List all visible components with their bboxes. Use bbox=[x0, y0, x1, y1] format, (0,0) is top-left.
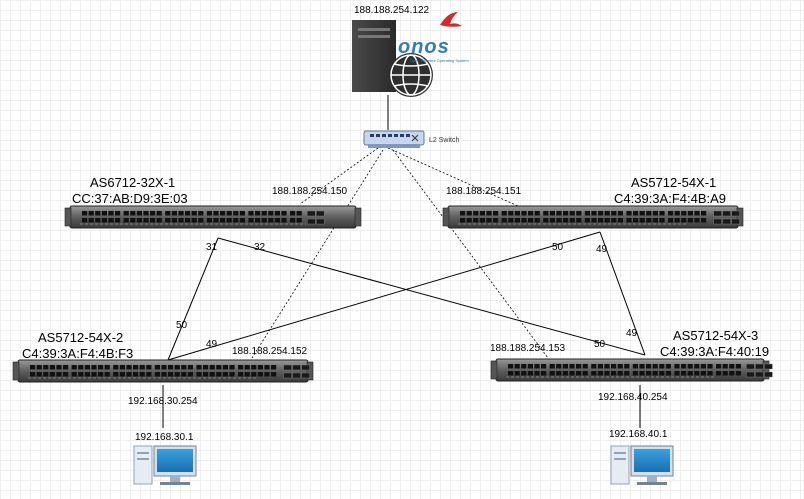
link-s1-s3 bbox=[167, 237, 219, 361]
data-links bbox=[162, 231, 646, 428]
switch-2-ip: 188.188.254.151 bbox=[446, 186, 522, 197]
switch-1-name: AS6712-32X-1 bbox=[90, 175, 176, 190]
link-s1-s4 bbox=[217, 237, 646, 356]
switch-4-name: AS5712-54X-3 bbox=[673, 328, 759, 343]
switch-as5712-54x-2 bbox=[12, 359, 314, 383]
switch-3-mac: C4:39:3A:F4:4B:F3 bbox=[22, 346, 134, 361]
controller-ip: 188.188.254.122 bbox=[354, 5, 430, 16]
switch-as6712-32x-1 bbox=[64, 205, 362, 229]
pc-icon bbox=[133, 445, 197, 485]
switch-3-ip: 188.188.254.152 bbox=[232, 346, 308, 357]
host-1-ip: 192.168.30.1 bbox=[135, 432, 194, 443]
l2-switch-label: L2 Switch bbox=[429, 137, 460, 144]
switch-3-name: AS5712-54X-2 bbox=[38, 330, 124, 345]
server-globe-icon bbox=[352, 20, 433, 97]
switch-2-name: AS5712-54X-1 bbox=[631, 175, 717, 190]
host-1-gateway: 192.168.30.254 bbox=[128, 396, 198, 407]
port-label-s3-49: 49 bbox=[206, 339, 218, 350]
link-s2-s3 bbox=[167, 231, 601, 361]
mgmt-link-s4 bbox=[392, 149, 549, 359]
link-s2-s4 bbox=[599, 231, 646, 356]
management-links bbox=[251, 147, 549, 359]
onos-logo-subtitle: Open Network Operating System bbox=[410, 58, 469, 63]
onos-logo-text: onos bbox=[398, 36, 450, 58]
host-2-ip: 192.168.40.1 bbox=[609, 429, 668, 440]
port-label-s2-49: 49 bbox=[596, 244, 608, 255]
pc-icon bbox=[610, 445, 674, 485]
port-label-s4-49: 49 bbox=[626, 328, 638, 339]
switch-1-mac: CC:37:AB:D9:3E:03 bbox=[72, 191, 188, 206]
host-2-gateway: 192.168.40.254 bbox=[598, 392, 668, 403]
mgmt-link-s2 bbox=[387, 147, 519, 207]
switch-as5712-54x-1 bbox=[442, 205, 744, 229]
switch-1-ip: 188.188.254.150 bbox=[272, 186, 348, 197]
switch-4-ip: 188.188.254.153 bbox=[490, 343, 566, 354]
mgmt-link-s3 bbox=[251, 149, 384, 359]
port-label-s2-50: 50 bbox=[552, 242, 564, 253]
switch-4-mac: C4:39:3A:F4:40:19 bbox=[660, 344, 770, 359]
onos-bird-icon bbox=[440, 12, 462, 27]
switch-as5712-54x-3 bbox=[490, 358, 773, 382]
ethernet-switch-icon bbox=[363, 130, 425, 148]
switch-2-mac: C4:39:3A:F4:4B:A9 bbox=[614, 191, 727, 206]
port-label-s1-32: 32 bbox=[254, 242, 266, 253]
port-label-s4-50: 50 bbox=[594, 339, 606, 350]
mgmt-link-s1 bbox=[299, 147, 379, 205]
port-label-s1-31: 31 bbox=[206, 242, 218, 253]
port-label-s3-50: 50 bbox=[176, 320, 188, 331]
